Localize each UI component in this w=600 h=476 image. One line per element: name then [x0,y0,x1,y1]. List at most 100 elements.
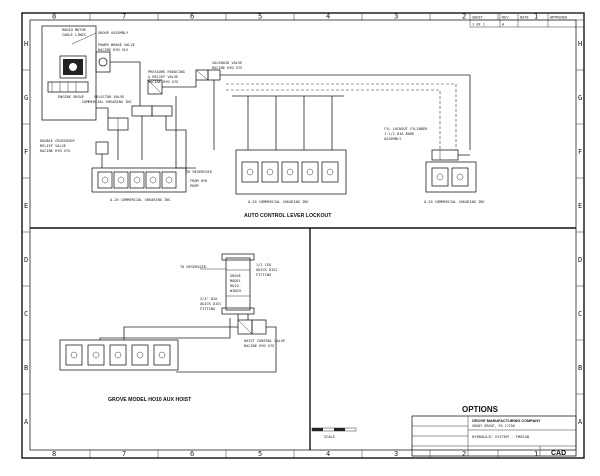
label-from-pump-2: PUMP [190,184,199,188]
grid-right-d: D [578,256,582,264]
hoist-control-valve [237,319,267,335]
grid-left-g: G [24,94,28,102]
lower-section-title: GROVE MODEL HO10 AUX HOIST [108,397,192,403]
lockout-cylinder [431,149,470,161]
label-double-crossover: DOUBLE CROSSOVER [40,139,75,143]
grid-bottom-8: 8 [52,450,56,458]
company-address: SHADY GROVE, PA 17256 [472,424,515,428]
grid-right-c: C [578,310,582,318]
cad-mark: CAD [551,450,566,457]
label-lockout-cylinder: CYL LOCKOUT CYLINDER [384,127,428,131]
grid-top-6: 6 [190,13,194,21]
label-quick-disc: 1/2 CEA [256,263,272,267]
title-block [411,415,577,457]
label-model: MODEL [230,279,241,283]
scale-label: SCALE [324,435,335,439]
grid-top-3: 3 [394,13,398,21]
engine-pump-assembly [41,25,111,121]
label-gear: 3/4" DIA [200,297,218,301]
label-selector-valve: SELECTOR VALVE [94,95,124,99]
label-pressure-reducing-2: & RELIEF VALVE [148,75,178,79]
grid-left-c: C [24,310,28,318]
label-power-brake-valve: POWER BRAKE VALVE [98,43,135,47]
label-solenoid-valve: SOLENOID VALVE [212,61,242,65]
label-lockout-cylinder-3: ASSEMBLY [384,137,402,141]
label-valve-bank-b: A-20 COMMERCIAL SHEARING INC [248,200,309,204]
hydraulic-lines-lower [99,314,277,373]
label-grove: GROVE [230,274,241,278]
grid-top-5: 5 [258,13,262,21]
label-group-assembly: GROUP ASSEMBLY [98,31,129,35]
label-cable-lines: CABLE LINES [62,33,86,37]
rev-sheet-value: 1 OF 1 [472,23,485,27]
lower-control-valve-bank [59,339,179,371]
grid-top-2: 2 [462,13,466,21]
label-pressure-reducing: PRESSURE REDUCING [148,70,185,74]
hoist-winch [221,253,255,315]
grid-top-7: 7 [122,13,126,21]
label-ho10: HO10 [230,284,239,288]
grid-bottom-4: 4 [326,450,330,458]
grid-bottom-6: 6 [190,450,194,458]
leader-group-assembly [71,32,97,45]
label-selector-model: COMMERCIAL SHEARING INC [82,100,132,104]
pressure-reducing-valve [131,79,173,117]
control-valve-bank-b [235,149,347,195]
grid-left-b: B [24,364,28,372]
control-valve-bank-c [425,161,477,193]
grid-right-h: H [578,40,582,48]
grid-left-f: F [24,148,28,156]
label-power-brake-model: RACINE HYD VLV [98,48,129,52]
label-hoist-control-2: RACINE HYD SYS [244,344,274,348]
rev-col-date: DATE [520,16,529,20]
company-name: GROVE MANUFACTURING COMPANY [472,419,541,423]
grid-left-e: E [24,202,28,210]
grid-right-g: G [578,94,582,102]
label-from-pump: FROM HYD [190,179,207,183]
selector-valve [95,117,129,155]
label-valve-bank-c: A-20 COMMERCIAL SHEARING INC [424,200,485,204]
label-hoist-control: HOIST CONTROL VALVE [244,339,285,343]
rev-col-rev: REV [502,16,509,20]
scale-bar [311,427,357,432]
control-valve-bank-a [91,167,187,193]
grid-ticks [22,13,584,458]
drawing-title: HYDRAULIC SYSTEM - TMS540 [472,434,530,439]
grid-right-b: B [578,364,582,372]
rev-col-sheet: SHEET [472,16,484,20]
label-to-reservoir-upper: TO RESERVOIR [186,170,213,174]
label-pressure-reducing-3: RACINE HYD SYS [148,80,178,84]
solenoid-valve [195,69,221,81]
label-gear-3: FITTING [200,307,215,311]
grid-left-d: D [24,256,28,264]
revision-block: SHEET REV DATE APPROVED 1 OF 1 A [469,12,585,28]
grid-right-a: A [578,418,583,426]
grid-top-8: 8 [52,13,56,21]
rev-col-approved: APPROVED [550,16,567,20]
label-quick-disc-2: QUICK DISC [256,268,278,272]
label-to-reservoir-lower: TO RESERVOIR [180,265,207,269]
inner-border [29,19,577,451]
grid-top-4: 4 [326,13,330,21]
label-solenoid-model: RACINE HYD SYS [212,66,242,70]
grid-bottom-7: 7 [122,450,126,458]
grid-bottom-2: 2 [462,450,466,458]
label-double-crossover-2: RELIEF VALVE [40,144,66,148]
grid-bottom-5: 5 [258,450,262,458]
label-quick-disc-3: FITTING [256,273,271,277]
label-double-crossover-3: RACINE HYD SYS [40,149,70,153]
grid-bottom-1: 1 [534,450,538,458]
label-winch: WINCH [230,289,241,293]
outer-border [21,12,585,459]
grid-left-a: A [24,418,29,426]
grid-top-1: 1 [534,13,538,21]
grid-right-f: F [578,148,582,156]
rev-rev-value: A [502,23,505,27]
label-engine-grove: ENGINE GROVE [58,95,84,99]
grid-left-h: H [24,40,28,48]
label-valve-bank-a: A-20 COMMERCIAL SHEARING INC [110,198,171,202]
label-lockout-cylinder-2: 1-1/2 DIA BORE [384,132,414,136]
upper-section-title: AUTO CONTROL LEVER LOCKOUT [244,213,332,219]
